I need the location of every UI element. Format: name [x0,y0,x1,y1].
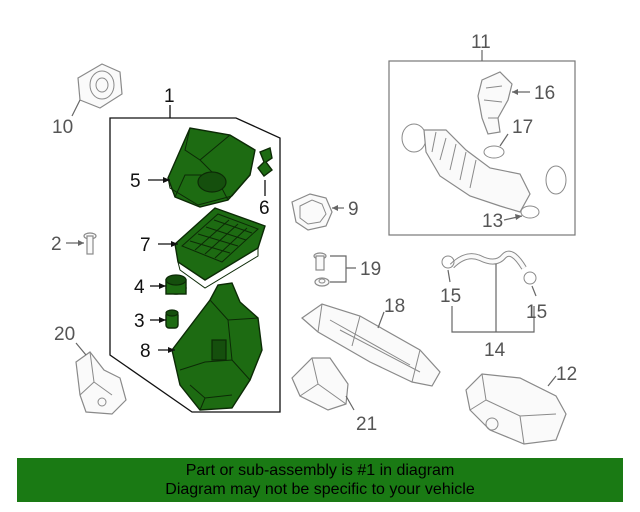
part-6-clip[interactable] [257,147,273,177]
leader-21 [345,395,355,411]
assembly-1-bracket-box [109,117,281,413]
part-4-grommet[interactable] [165,274,187,295]
footer-line-2: Diagram may not be specific to your vehi… [165,481,475,498]
part-11-intake-hose[interactable] [401,123,567,213]
callout-9[interactable]: 9 [348,199,359,220]
part-17-clamp[interactable] [483,145,505,159]
callout-3[interactable]: 3 [134,311,145,332]
arrow-2 [78,240,84,246]
arrow-16 [512,89,518,95]
callout-20[interactable]: 20 [54,324,75,345]
footer-banner: Part or sub-assembly is #1 in diagram Di… [17,458,623,502]
part-16-resonator[interactable] [477,71,513,135]
part-10-sensor[interactable] [77,63,123,109]
leader-18 [377,311,385,329]
arrow-13 [515,214,522,220]
arrow-4 [159,283,166,289]
callout-18[interactable]: 18 [384,296,405,317]
callout-4[interactable]: 4 [134,277,145,298]
callout-5[interactable]: 5 [130,171,141,192]
part-20-bracket[interactable] [75,351,127,415]
part-12-engine-cover[interactable] [465,373,567,445]
arrow-8 [168,347,175,353]
arrow-3 [159,317,166,323]
part-21-lower-duct[interactable] [291,357,349,411]
leader-15a [447,269,451,283]
part-14-breather-hose[interactable] [449,250,527,270]
part-2-push-pin[interactable] [83,232,97,255]
callout-7[interactable]: 7 [140,235,151,256]
footer-line-1: Part or sub-assembly is #1 in diagram [185,462,455,479]
part-18-duct[interactable] [301,303,441,387]
callout-2[interactable]: 2 [51,234,62,255]
parts-diagram: 1 5 6 7 4 3 [51,32,577,445]
callout-10[interactable]: 10 [52,117,73,138]
leader-12 [547,375,557,387]
part-9-seal[interactable] [291,193,333,231]
callout-13[interactable]: 13 [482,211,503,232]
part-3-bushing[interactable] [165,309,179,329]
leader-20 [75,342,87,356]
leader-10 [71,99,81,117]
callout-15b[interactable]: 15 [526,302,547,323]
part-19-nut[interactable] [314,277,330,287]
leader-15-bracket [451,306,535,333]
arrow-9 [332,205,338,211]
part-19-bolt[interactable] [313,252,327,271]
part-5-upper-cover[interactable] [167,127,256,208]
callout-11[interactable]: 11 [471,32,491,53]
callout-19[interactable]: 19 [360,259,381,280]
part-13-clamp[interactable] [520,205,540,219]
callout-6[interactable]: 6 [259,198,270,219]
arrow-7 [171,241,178,247]
leader-15b [531,285,537,297]
callout-1[interactable]: 1 [164,86,175,107]
callout-17[interactable]: 17 [512,117,533,138]
leader-19 [330,255,356,283]
callout-14[interactable]: 14 [484,340,506,361]
arrow-5 [163,177,170,183]
leader-17 [499,133,509,147]
part-15-clamp-right[interactable] [523,271,537,285]
part-15-clamp-left[interactable] [441,255,455,269]
callout-12[interactable]: 12 [556,364,577,385]
callout-8[interactable]: 8 [140,341,151,362]
part-8-lower-housing[interactable] [171,282,263,411]
callout-16[interactable]: 16 [534,83,555,104]
part-7-filter-element[interactable] [174,207,266,289]
callout-15a[interactable]: 15 [440,286,461,307]
callout-21[interactable]: 21 [356,414,377,435]
